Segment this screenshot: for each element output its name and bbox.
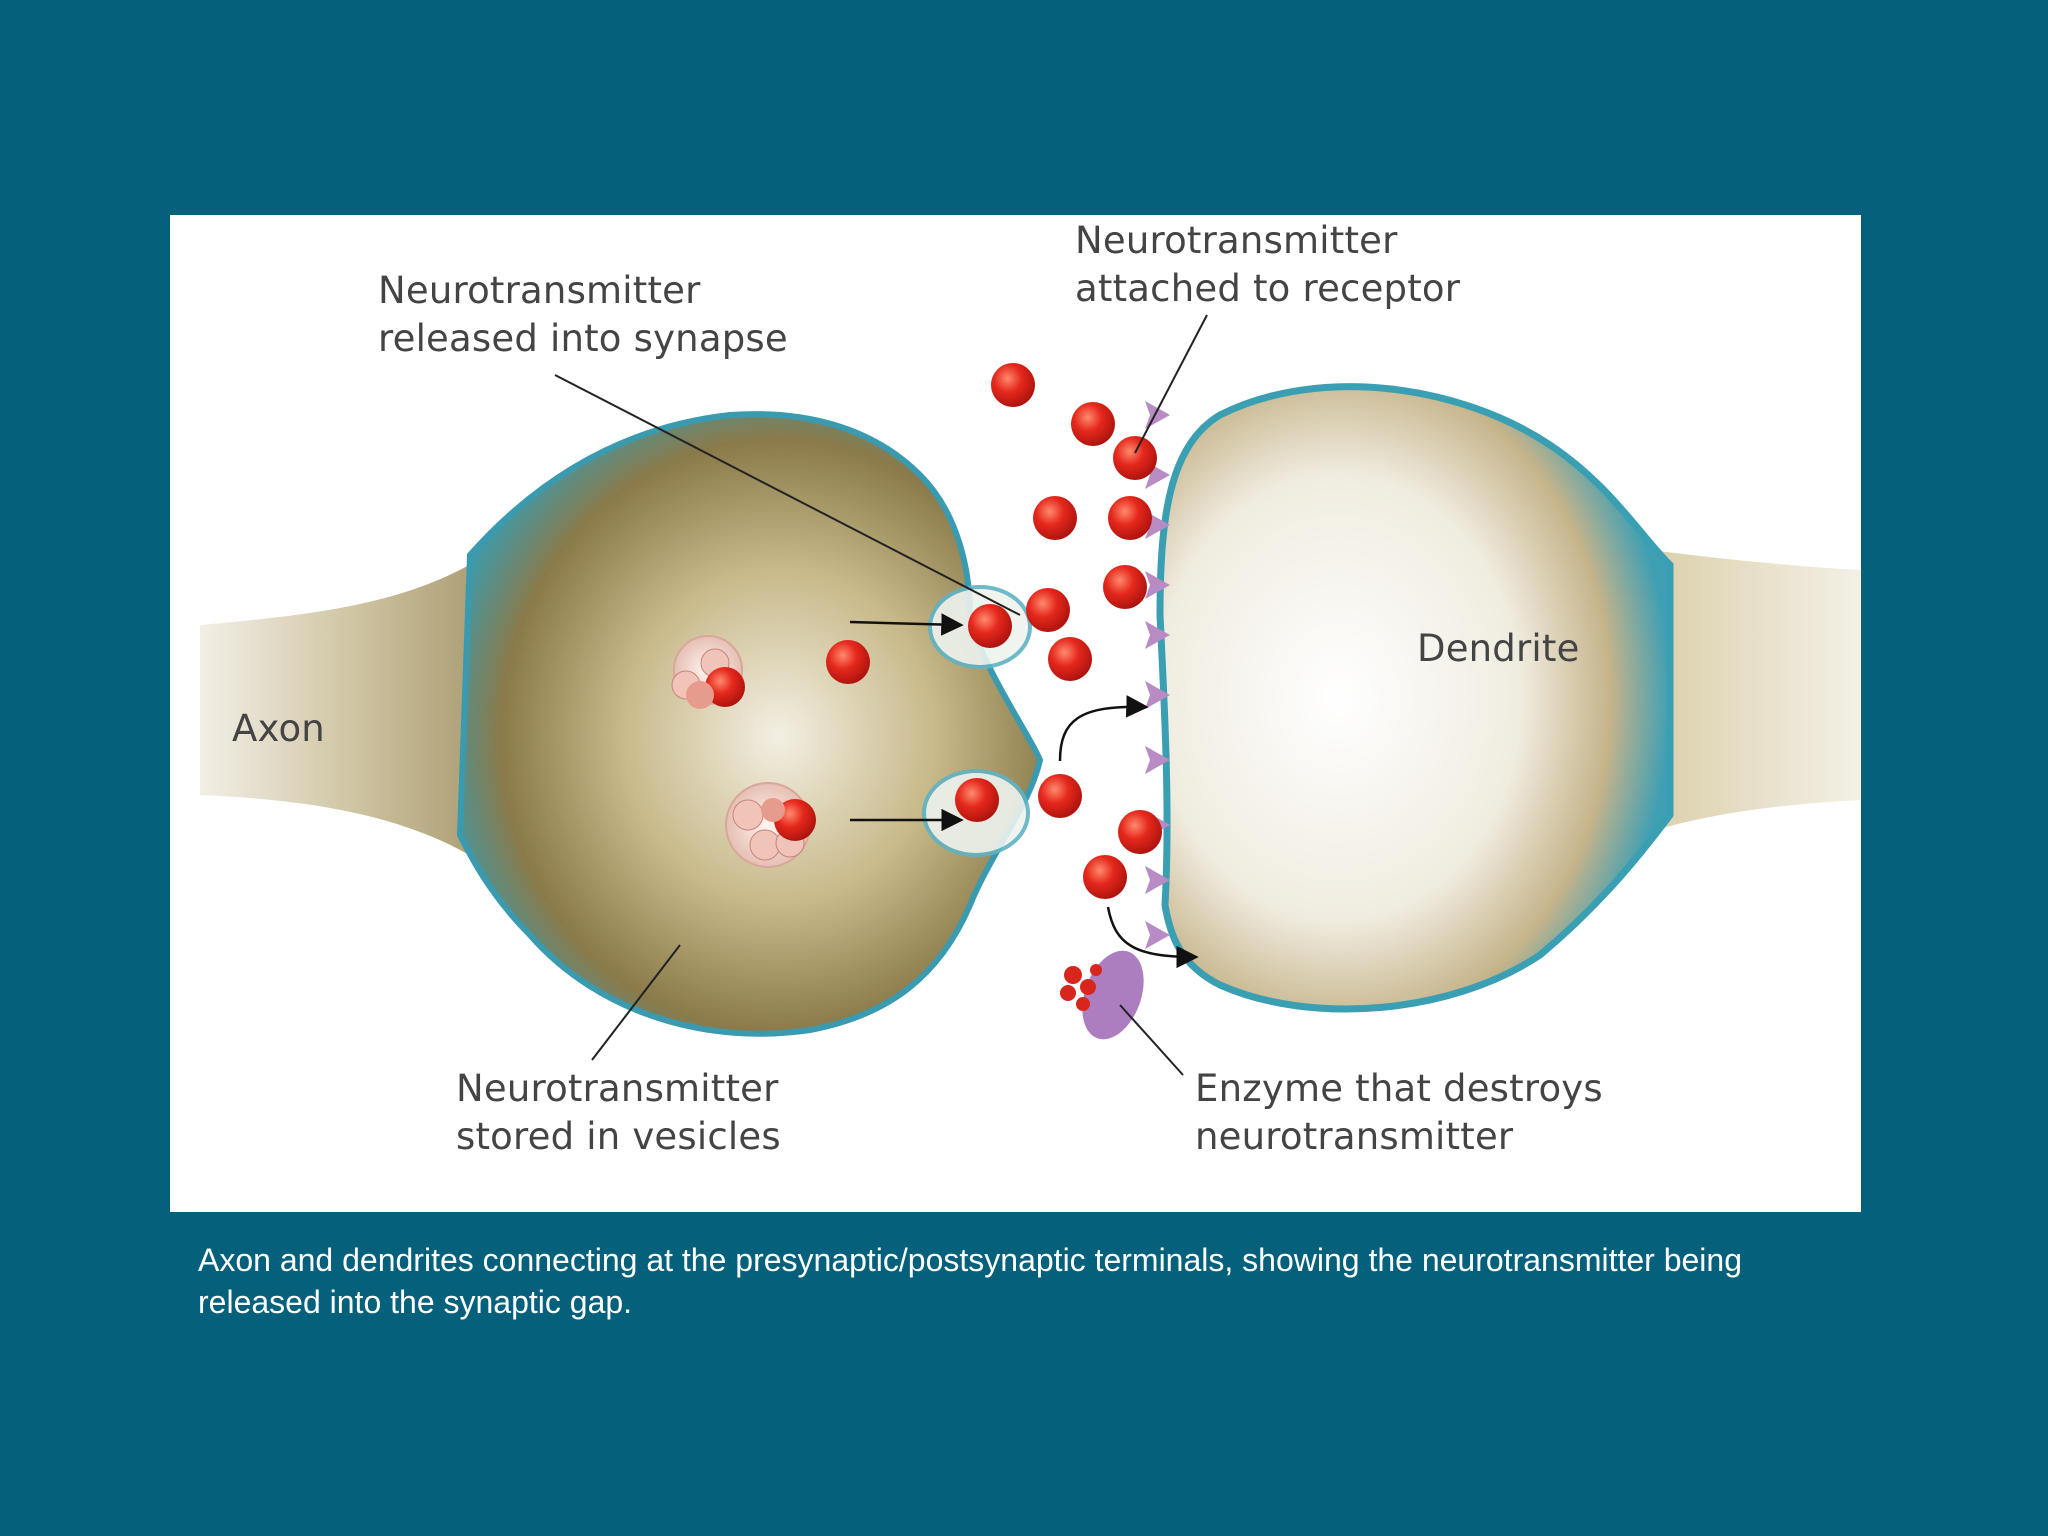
neurotransmitter-molecule	[1038, 774, 1082, 818]
neurotransmitter-molecule	[1026, 588, 1070, 632]
arrow-to-upper-release	[849, 613, 964, 636]
neurotransmitter-molecule	[1033, 496, 1077, 540]
label-stored-in-vesicles: Neurotransmitter stored in vesicles	[456, 1067, 781, 1158]
neurotransmitter-molecules	[826, 363, 1162, 899]
neurotransmitter-molecule	[1083, 855, 1127, 899]
receptor	[1145, 746, 1170, 774]
leader-released	[554, 374, 1021, 616]
arrow-to-receptor	[1058, 695, 1149, 762]
receptor	[1145, 681, 1170, 709]
leader-stored	[591, 944, 681, 1061]
label-enzyme: Enzyme that destroys neurotransmitter	[1195, 1067, 1603, 1158]
neurotransmitter-molecule	[1071, 402, 1115, 446]
neurotransmitter-molecule	[1108, 496, 1152, 540]
axon-trunk	[200, 545, 500, 875]
leader-enzyme	[1119, 1004, 1184, 1076]
leader-attached	[1134, 314, 1208, 454]
receptor	[1145, 866, 1170, 894]
neurotransmitter-molecule	[955, 778, 999, 822]
neurotransmitter-molecule	[991, 363, 1035, 407]
enzyme-icon	[1060, 950, 1144, 1040]
figure-caption: Axon and dendrites connecting at the pre…	[198, 1242, 1742, 1320]
neurotransmitter-molecule	[1113, 436, 1157, 480]
label-dendrite: Dendrite	[1417, 627, 1580, 670]
synapse-diagram: Neurotransmitter released into synapse N…	[170, 215, 1861, 1212]
receptor	[1145, 921, 1170, 949]
receptor	[1145, 571, 1170, 599]
dendrite-terminal	[1156, 383, 1674, 1013]
neurotransmitter-molecule	[826, 640, 870, 684]
neurotransmitter-molecule	[968, 604, 1012, 648]
neurotransmitter-molecule	[1103, 565, 1147, 609]
label-released-into-synapse: Neurotransmitter released into synapse	[378, 269, 788, 360]
receptor	[1145, 621, 1170, 649]
label-axon: Axon	[232, 707, 325, 750]
label-attached-to-receptor: Neurotransmitter attached to receptor	[1075, 219, 1461, 310]
neurotransmitter-molecule	[1048, 637, 1092, 681]
vesicle-cluster-upper	[671, 635, 745, 709]
arrow-to-lower-receptor	[1106, 906, 1199, 969]
neurotransmitter-molecule	[1118, 810, 1162, 854]
synapse-illustration	[200, 314, 1861, 1076]
vesicle-cluster-lower	[725, 782, 816, 868]
axon-terminal	[456, 411, 1044, 1037]
